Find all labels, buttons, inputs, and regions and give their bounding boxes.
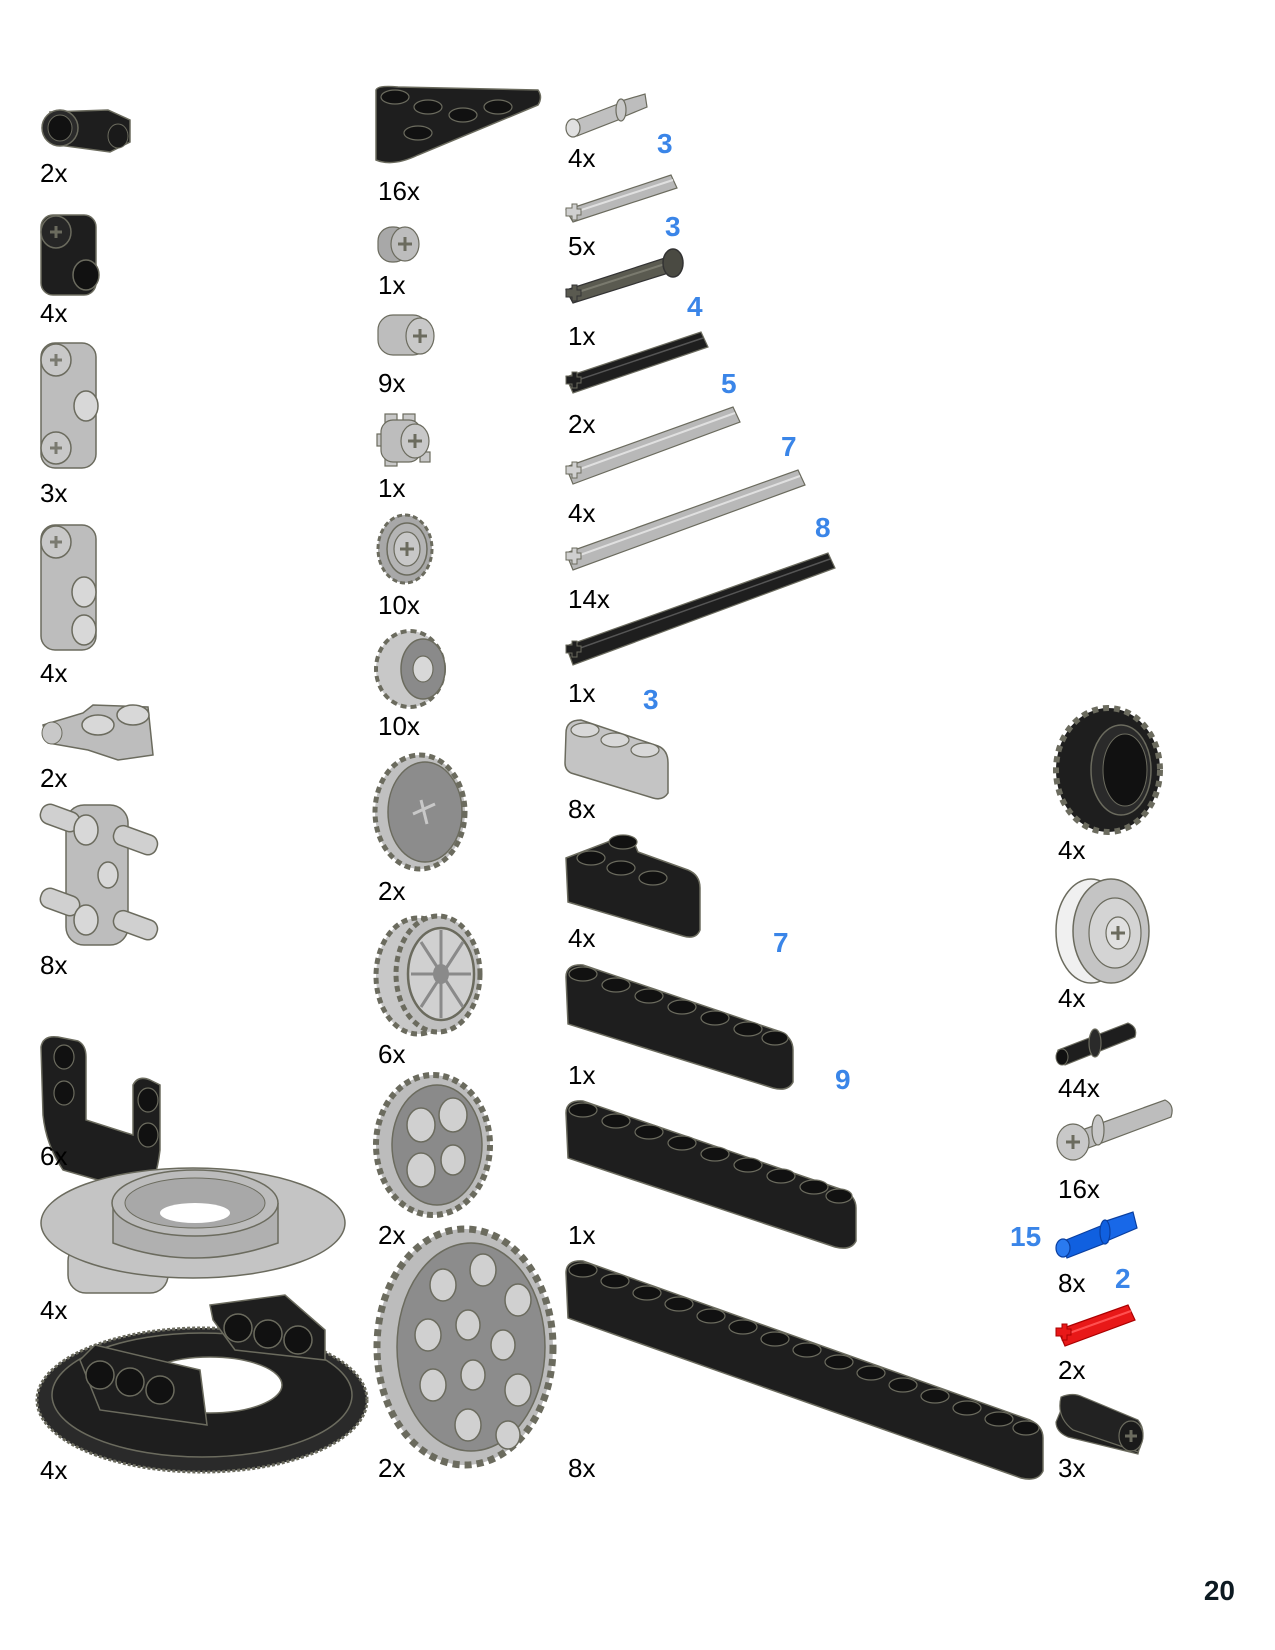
gear-8-tooth-image [375, 412, 435, 470]
axle-pin-with-friction-image [1053, 1210, 1141, 1262]
quantity-label: 8x [40, 950, 68, 980]
turntable-bottom-image [35, 1290, 370, 1475]
quantity-label: 4x [568, 498, 596, 528]
quantity-label: 1x [568, 678, 596, 708]
long-pin-with-stop-bush-image [1053, 1095, 1175, 1165]
quantity-label: 14x [568, 584, 610, 614]
beam-15-image [563, 1258, 1048, 1488]
axle-5-image [563, 402, 743, 487]
quantity-label: 2x [378, 1220, 406, 1250]
quantity-label: 1x [378, 270, 406, 300]
cross-block-3l-image [38, 520, 103, 655]
cross-block-image [38, 207, 103, 302]
bevel-gear-20-tooth-image [372, 752, 468, 872]
beam-9-image [563, 1098, 861, 1253]
cross-block-2x1-offset-image [38, 695, 158, 765]
quantity-label: 4x [40, 1455, 68, 1485]
quantity-label: 16x [1058, 1174, 1100, 1204]
axle-8-image [563, 548, 838, 670]
quantity-label: 4x [568, 923, 596, 953]
quantity-label: 8x [568, 1453, 596, 1483]
axle-3-with-stud-image [563, 245, 688, 307]
length-label: 5 [721, 368, 737, 399]
tire-image [1053, 705, 1163, 835]
triangle-beam-image [373, 85, 543, 170]
quantity-label: 4x [40, 658, 68, 688]
quantity-label: 16x [378, 176, 420, 206]
steering-u-bracket-image [38, 1035, 163, 1200]
beam-7-image [563, 962, 798, 1094]
quantity-label: 1x [568, 321, 596, 351]
l-beam-2x4-image [563, 830, 703, 942]
quantity-label: 4x [568, 143, 596, 173]
quantity-label: 10x [378, 711, 420, 741]
quantity-label: 2x [378, 1453, 406, 1483]
quantity-label: 8x [568, 794, 596, 824]
length-label: 7 [781, 431, 797, 462]
turntable-top-image [38, 1158, 348, 1308]
quantity-label: 4x [1058, 983, 1086, 1013]
quantity-label: 3x [1058, 1453, 1086, 1483]
length-label: 15 [1010, 1221, 1042, 1252]
length-label: 4 [687, 291, 703, 322]
quantity-label: 1x [568, 1220, 596, 1250]
gear-16-tooth-image [374, 628, 455, 710]
axle-pin-image [563, 92, 648, 138]
quantity-label: 2x [378, 876, 406, 906]
quantity-label: 5x [568, 231, 596, 261]
length-label: 3 [657, 128, 673, 159]
quantity-label: 6x [378, 1039, 406, 1069]
double-bevel-gear-20-tooth-image [373, 912, 485, 1037]
quantity-label: 2x [568, 409, 596, 439]
length-label: 9 [835, 1064, 851, 1095]
quantity-label: 44x [1058, 1073, 1100, 1103]
axle-2-notched-image [1053, 1300, 1138, 1352]
axle-joiner-image [1053, 1392, 1148, 1460]
half-bush-image [375, 222, 423, 267]
quantity-label: 1x [568, 1060, 596, 1090]
wheel-hub-image [1053, 875, 1153, 987]
quantity-label: 4x [40, 1295, 68, 1325]
axle-pin-connector-angled-image [38, 100, 133, 160]
bevel-gear-12-tooth-image [375, 513, 437, 585]
length-label: 3 [643, 684, 659, 715]
bush-image [375, 310, 437, 360]
length-label: 8 [815, 512, 831, 543]
quantity-label: 3x [40, 478, 68, 508]
quantity-label: 2x [1058, 1355, 1086, 1385]
page-number: 20 [1203, 1575, 1235, 1606]
gear-40-tooth-image [373, 1225, 558, 1470]
axle-4-image [563, 327, 713, 397]
quantity-label: 9x [378, 368, 406, 398]
quantity-label: 1x [378, 473, 406, 503]
quantity-label: 2x [40, 763, 68, 793]
quantity-label: 6x [40, 1141, 68, 1171]
pin-connector-with-4-pins-image [38, 800, 159, 950]
axle-7-image [563, 465, 808, 575]
friction-pin-image [1053, 1015, 1141, 1070]
length-label: 3 [665, 211, 681, 242]
length-label: 7 [773, 927, 789, 958]
quantity-label: 4x [1058, 835, 1086, 865]
quantity-label: 2x [40, 158, 68, 188]
quantity-label: 10x [378, 590, 420, 620]
beam-3-image [563, 718, 671, 803]
quantity-label: 4x [40, 298, 68, 328]
length-label: 2 [1115, 1263, 1131, 1294]
double-cross-block-image [38, 338, 103, 473]
quantity-label: 8x [1058, 1268, 1086, 1298]
gear-24-tooth-image [373, 1070, 495, 1220]
axle-3-image [563, 170, 681, 225]
